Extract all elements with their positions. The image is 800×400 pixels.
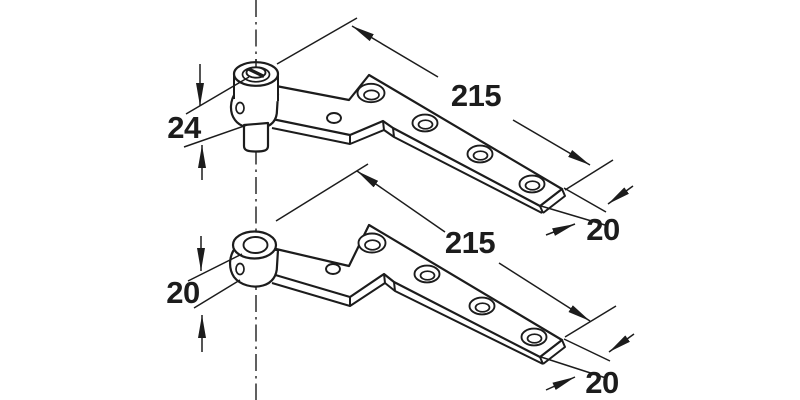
dim-bottom-knuckle-height: 20 <box>166 236 243 352</box>
extension-line <box>185 76 250 115</box>
dim-label-bottom-strap-length: 215 <box>445 225 495 260</box>
screw-hole-countersink <box>363 89 380 101</box>
collar-pin-hole <box>235 101 245 115</box>
top-strap-thickness <box>271 120 566 214</box>
dim-label-top-strap-width: 20 <box>586 212 619 247</box>
dim-top-knuckle-height: 24 <box>167 64 250 180</box>
dim-arrow <box>356 170 446 233</box>
screw-hole-countersink <box>419 270 436 281</box>
dim-label-top-knuckle-height: 24 <box>167 110 202 145</box>
dim-top-strap-width: 20 <box>540 185 634 247</box>
dim-arrow <box>607 185 634 205</box>
extension-line <box>540 205 606 226</box>
extension-line <box>193 279 241 309</box>
extension-line <box>563 338 611 362</box>
dim-label-top-strap-length: 215 <box>451 78 501 113</box>
bottom-strap-thickness <box>271 273 566 365</box>
screw-hole-countersink <box>474 302 491 313</box>
dim-arrow <box>608 333 635 353</box>
dim-top-strap-length: 215 <box>276 17 614 191</box>
extension-line <box>276 17 358 65</box>
screw-hole-countersink <box>417 119 434 130</box>
extension-line <box>563 187 607 213</box>
top-strap-face <box>270 73 564 208</box>
bottom-strap-face <box>270 223 564 359</box>
pilot-hole <box>325 263 341 275</box>
extension-line <box>540 356 607 379</box>
dim-arrow <box>545 223 576 236</box>
pivot-pin <box>242 121 270 153</box>
top-hinge <box>229 59 566 214</box>
dim-bottom-strap-length: 215 <box>275 163 617 338</box>
extension-line <box>564 159 614 191</box>
dim-arrow <box>512 119 591 166</box>
screw-hole-countersink <box>524 180 541 191</box>
dim-label-bottom-strap-width: 20 <box>585 365 618 400</box>
screw-slot <box>247 67 265 79</box>
extension-line <box>275 163 369 222</box>
dim-arrow <box>545 376 576 391</box>
dim-arrow <box>498 262 591 322</box>
dim-bottom-strap-width: 20 <box>540 333 635 400</box>
screw-hole-countersink <box>364 239 381 251</box>
dim-arrow <box>351 25 439 78</box>
extension-line <box>187 253 243 282</box>
eyelet-bore <box>242 236 269 254</box>
bottom-hinge <box>229 223 566 365</box>
extension-line <box>183 124 248 148</box>
collar-pin-hole <box>235 262 245 276</box>
screw-hole-countersink <box>526 333 543 344</box>
dim-label-bottom-knuckle-height: 20 <box>166 275 199 310</box>
screw-hole-countersink <box>472 150 489 161</box>
pilot-hole <box>326 112 342 124</box>
extension-line <box>564 305 617 338</box>
